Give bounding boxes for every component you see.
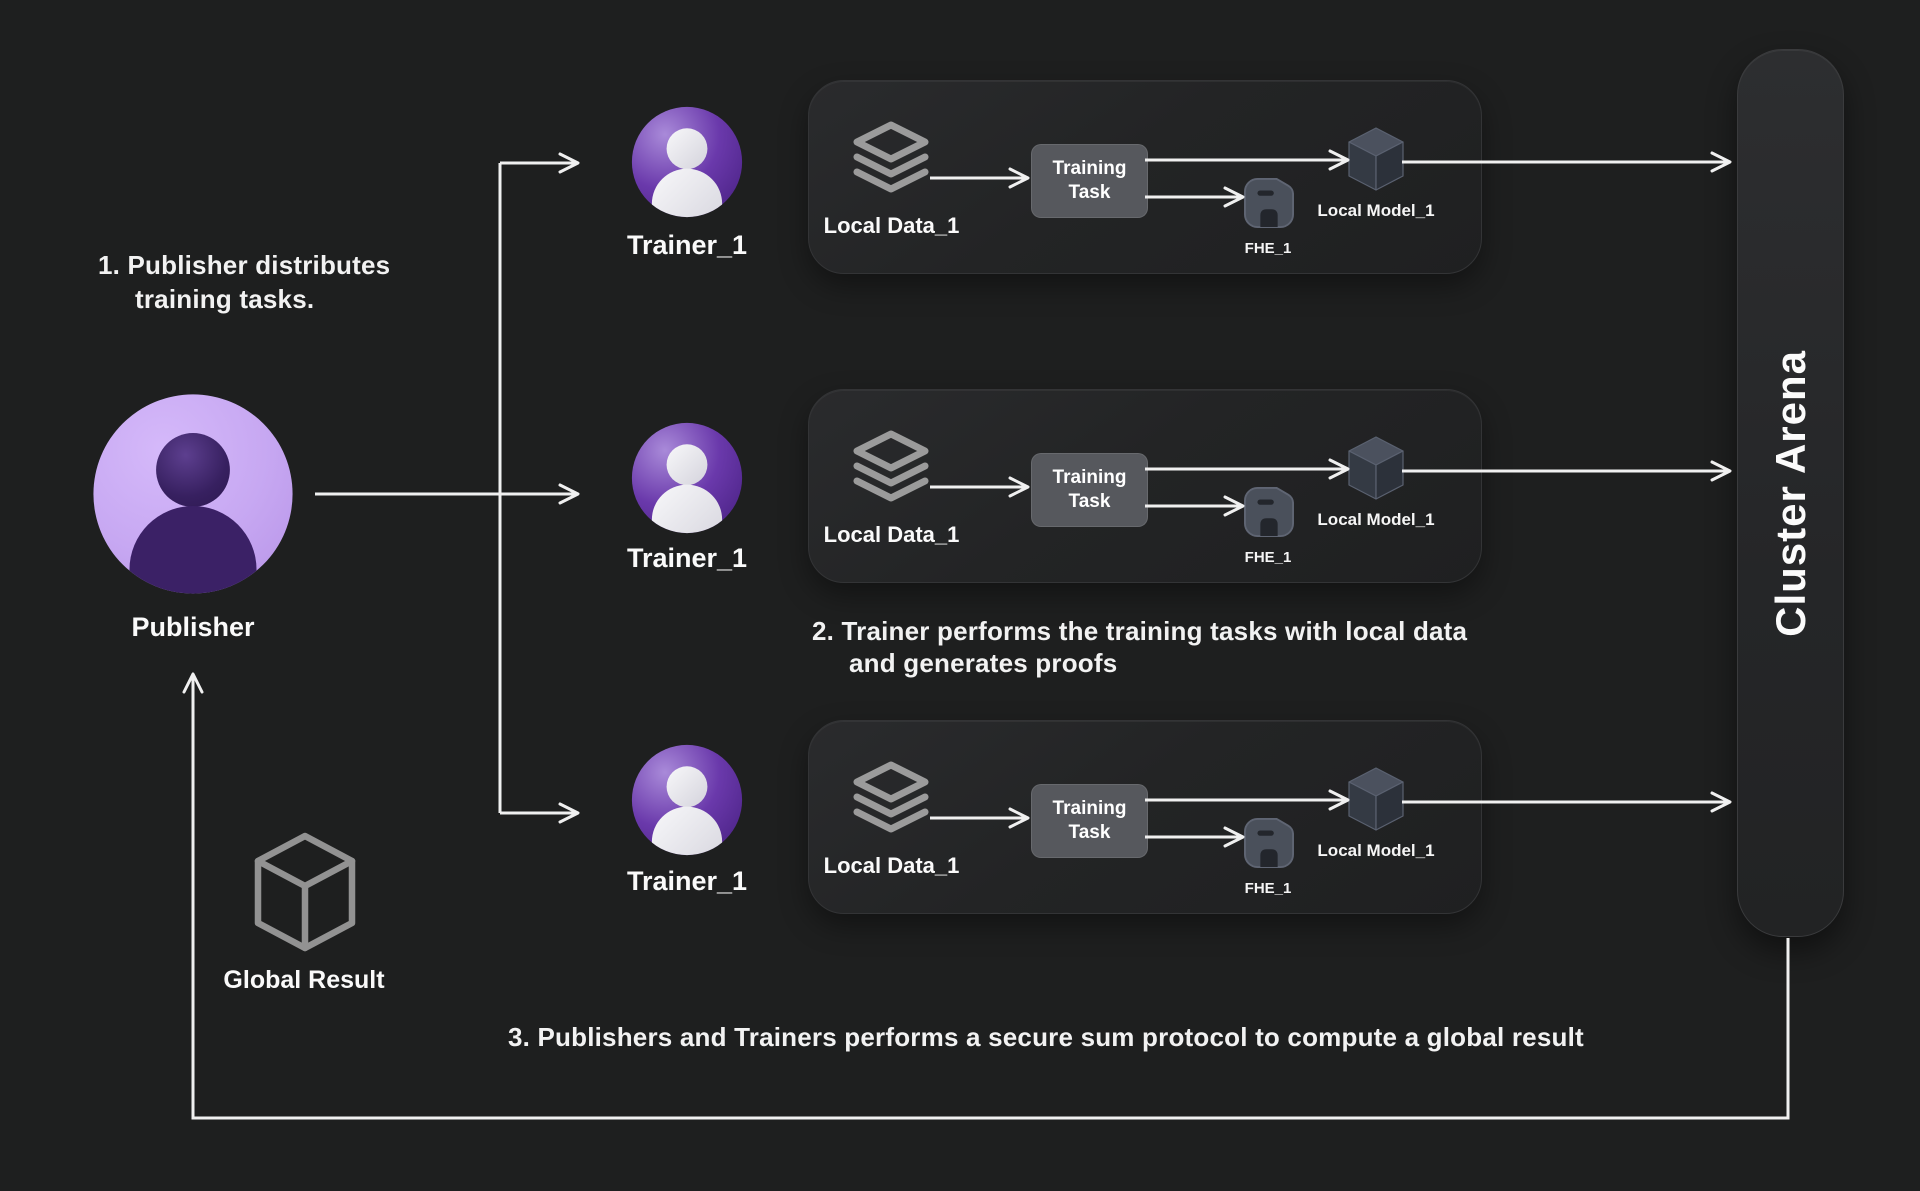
training-task-box: Training Task (1031, 144, 1148, 218)
training-task-box: Training Task (1031, 453, 1148, 527)
layers-stack-icon (851, 430, 931, 504)
training-task-line2: Task (1068, 182, 1111, 203)
local-data-label: Local Data_1 (823, 213, 960, 238)
step2-line2: and generates proofs (849, 648, 1118, 678)
training-task-line2: Task (1068, 491, 1111, 512)
trainer-avatar-3 (630, 743, 744, 857)
trainer-panel-2: Local Data_1 Training Task FHE_1 Local M… (808, 389, 1482, 583)
step3-line1: 3. Publishers and Trainers performs a se… (508, 1022, 1584, 1052)
local-model-label: Local Model_1 (1317, 201, 1435, 220)
step1-line2: training tasks. (135, 284, 315, 314)
layers-stack-icon (851, 121, 931, 195)
fhe-label: FHE_1 (1244, 880, 1292, 897)
local-model-label: Local Model_1 (1317, 841, 1435, 860)
local-model-label: Local Model_1 (1317, 510, 1435, 529)
trainer-label-3: Trainer_1 (626, 866, 748, 896)
publisher-avatar (90, 391, 296, 597)
cube-3d-icon (1348, 127, 1404, 191)
layers-stack-icon (851, 761, 931, 835)
trainer-panel-3: Local Data_1 Training Task FHE_1 Local M… (808, 720, 1482, 914)
trainer-panel-1: Local Data_1 Training Task FHE_1 Local M… (808, 80, 1482, 274)
trainer-label-1: Trainer_1 (626, 230, 748, 260)
publisher-label: Publisher (131, 612, 255, 642)
training-task-line1: Training (1052, 467, 1127, 488)
step2-line1: 2. Trainer performs the training tasks w… (812, 616, 1468, 646)
local-data-label: Local Data_1 (823, 522, 960, 547)
trainer-avatar-1 (630, 105, 744, 219)
training-task-line1: Training (1052, 798, 1127, 819)
step1-line1: 1. Publisher distributes (98, 250, 391, 280)
global-result-label: Global Result (223, 966, 385, 994)
cube-3d-icon (1348, 767, 1404, 831)
training-task-line2: Task (1068, 822, 1111, 843)
training-task-line1: Training (1052, 158, 1127, 179)
trainer-label-2: Trainer_1 (626, 543, 748, 573)
cluster-arena-label: Cluster Arena (1766, 349, 1814, 637)
fhe-label: FHE_1 (1244, 240, 1292, 257)
fhe-label: FHE_1 (1244, 549, 1292, 566)
trainer-avatar-2 (630, 421, 744, 535)
wireframe-cube-icon (253, 832, 357, 954)
training-task-box: Training Task (1031, 784, 1148, 858)
cluster-arena-bar: Cluster Arena (1737, 49, 1844, 937)
cube-3d-icon (1348, 436, 1404, 500)
local-data-label: Local Data_1 (823, 853, 960, 878)
